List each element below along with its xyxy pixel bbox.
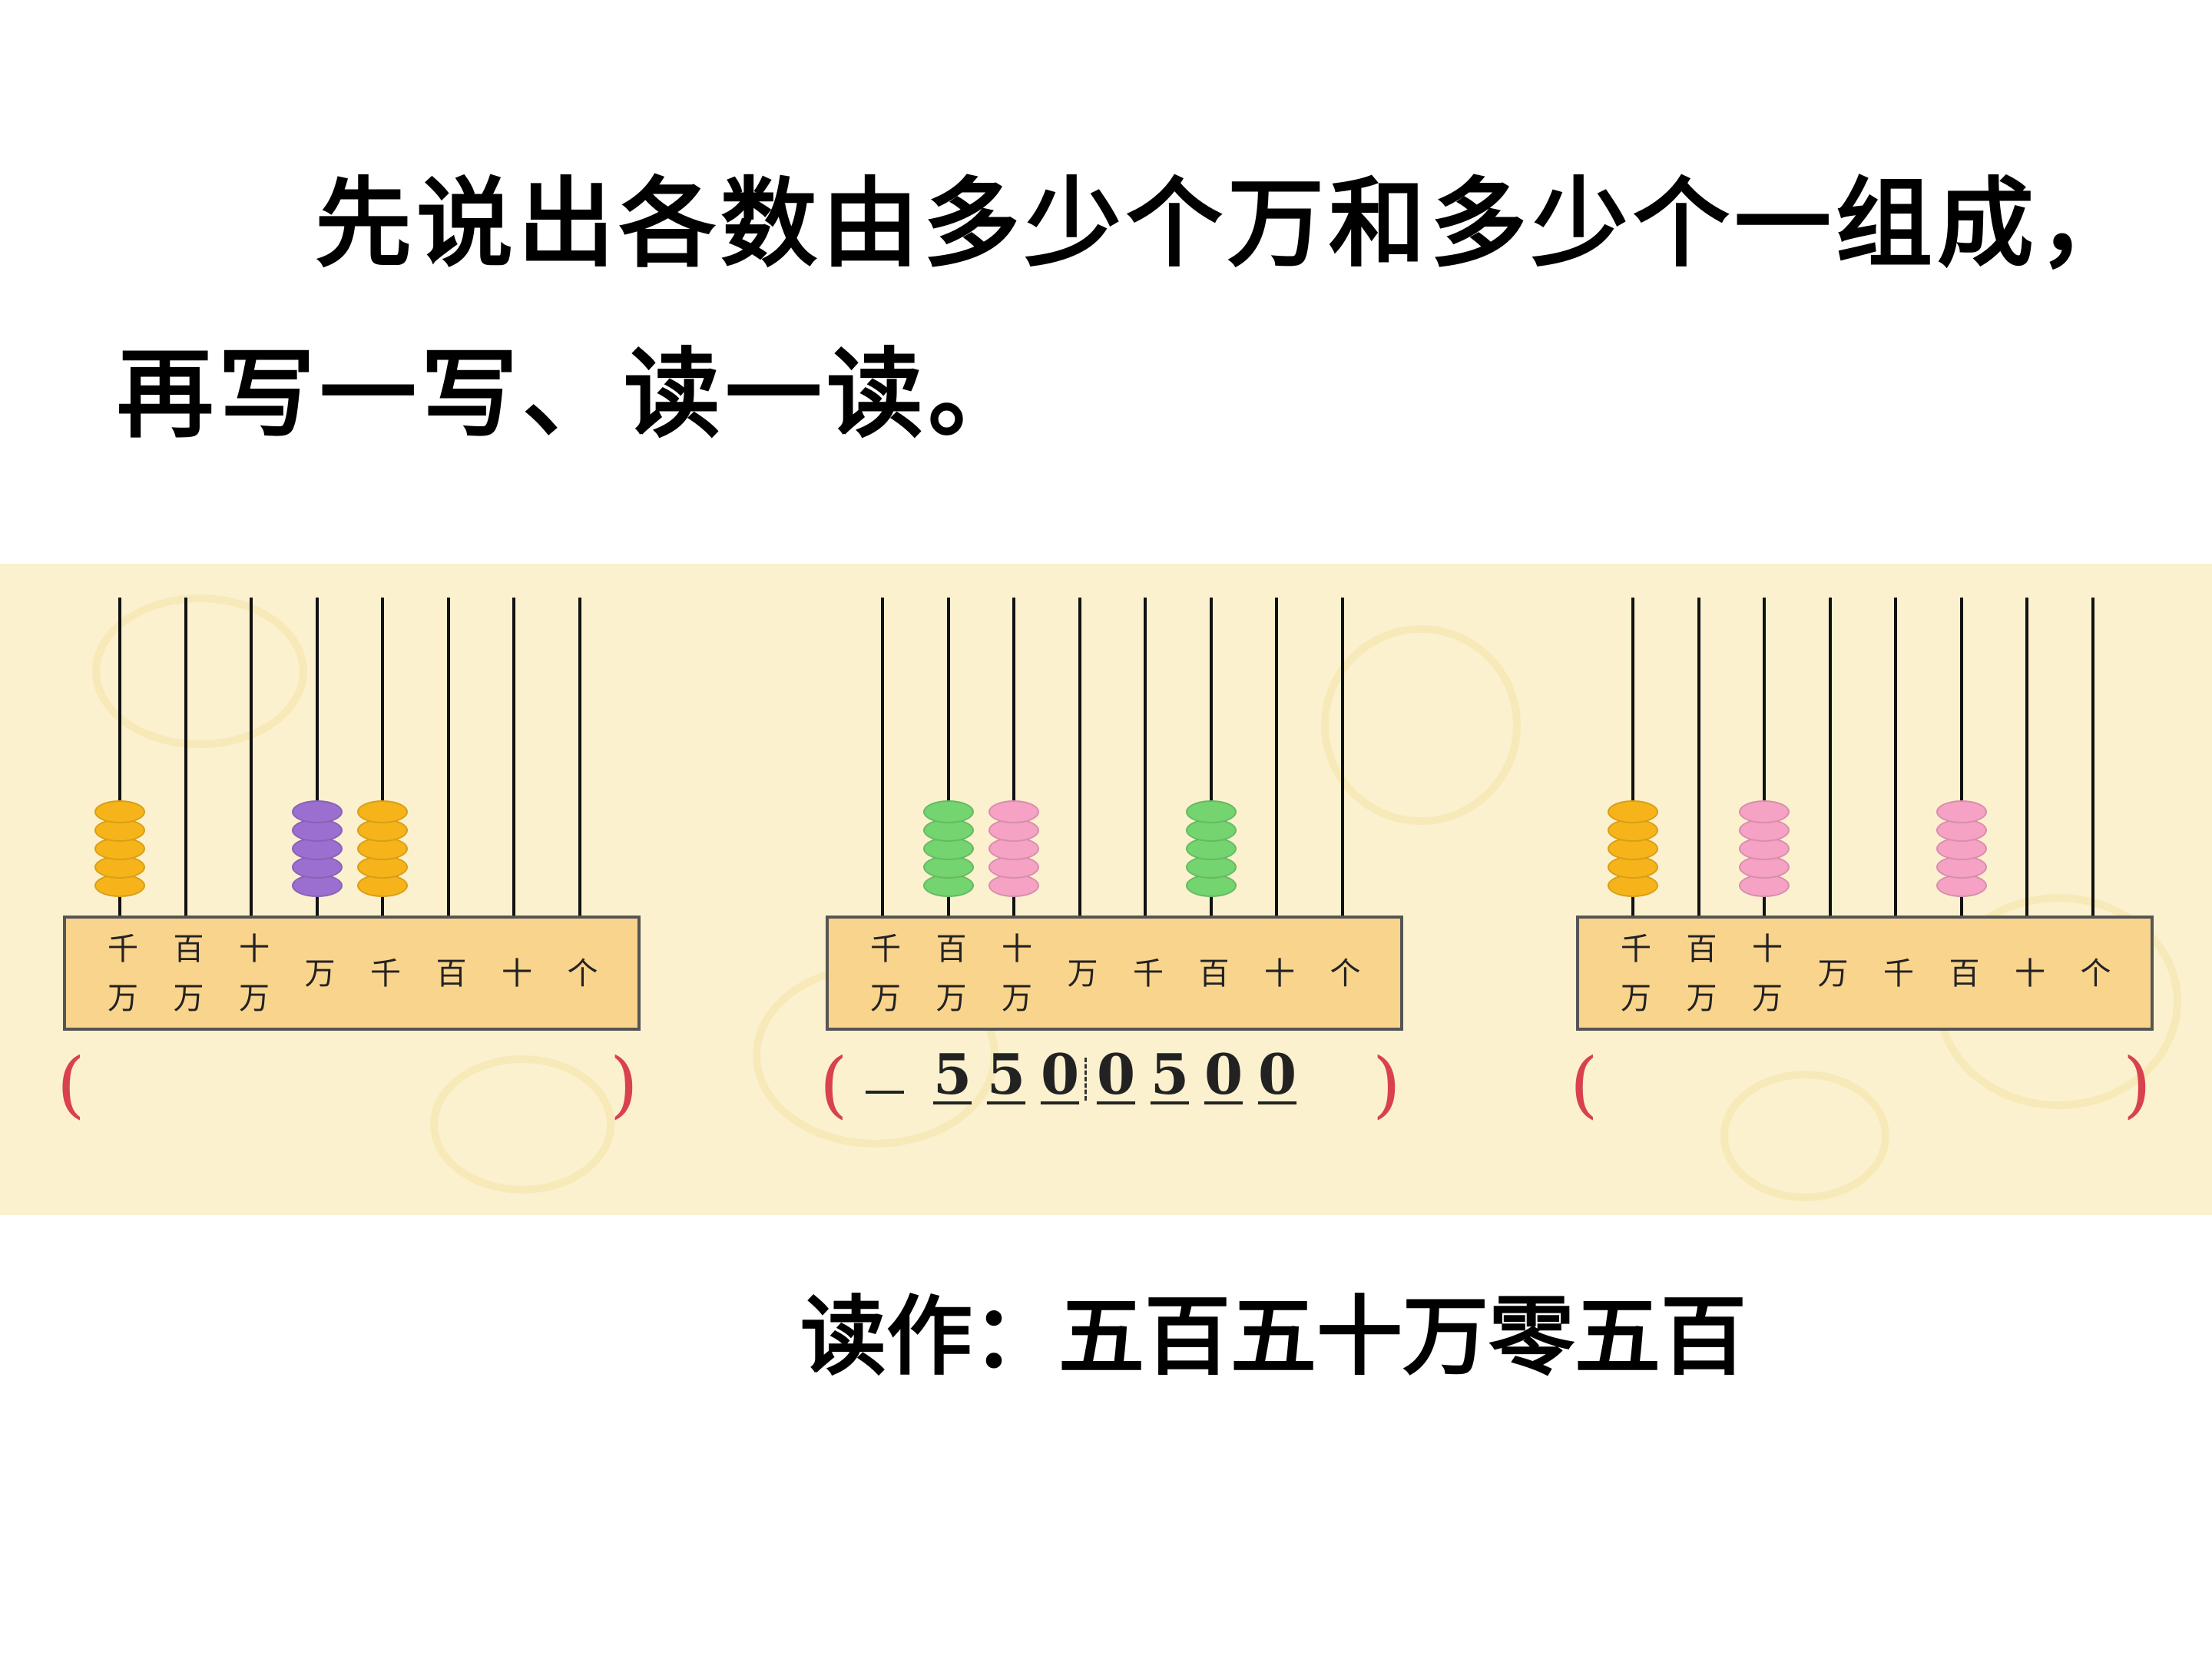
answer-digit: 0 bbox=[1204, 1041, 1243, 1107]
place-label-top: 十 bbox=[1002, 932, 1032, 967]
place-label: 百 bbox=[1198, 956, 1230, 992]
abacus-bead bbox=[1185, 800, 1237, 823]
place-label: 百 bbox=[435, 956, 467, 992]
place-label: 百 bbox=[1949, 956, 1980, 992]
place-label-top: 千 bbox=[870, 932, 901, 967]
place-value-base: 千万百万十万万千百十个 bbox=[1576, 916, 2154, 1031]
answer-paren-open: ( bbox=[57, 1043, 85, 1127]
answer-paren-close: ) bbox=[1373, 1043, 1401, 1127]
abacus-rod bbox=[184, 598, 187, 946]
answer-paren-close: ) bbox=[610, 1043, 638, 1127]
abacus-rod bbox=[2025, 598, 2028, 946]
abacus-rod bbox=[578, 598, 581, 946]
abacus-bead bbox=[357, 800, 408, 823]
abacus-rod bbox=[512, 598, 515, 946]
place-label-bottom: 万 bbox=[173, 981, 204, 1016]
abacus-bead bbox=[94, 800, 145, 823]
place-label-top: 十 bbox=[239, 932, 270, 967]
answer-paren-open: ( bbox=[1570, 1043, 1598, 1127]
abacus-bead bbox=[1739, 800, 1790, 823]
abacus-3: 千万百万十万万千百十个() bbox=[1570, 564, 2160, 1215]
answer-paren-close: ) bbox=[2123, 1043, 2151, 1127]
place-label: 千 bbox=[1133, 956, 1164, 992]
abacus-bead bbox=[291, 800, 343, 823]
answer-digit: 0 bbox=[1257, 1041, 1297, 1107]
answer-blank bbox=[866, 1083, 904, 1094]
place-label: 十 bbox=[1264, 956, 1295, 992]
answer-digit: 0 bbox=[1096, 1041, 1136, 1107]
answer-digit: 0 bbox=[1040, 1041, 1080, 1107]
place-label-top: 百 bbox=[1686, 932, 1717, 967]
prompt-line-1: 先说出各数由多少个万和多少个一组成， bbox=[315, 167, 2140, 280]
abacus-rod bbox=[1275, 598, 1278, 946]
place-label-top: 千 bbox=[1621, 932, 1651, 967]
place-label-top: 百 bbox=[935, 932, 967, 967]
abacus-rod bbox=[1828, 598, 1832, 946]
answer-digit: 5 bbox=[932, 1041, 972, 1107]
place-label-bottom: 万 bbox=[1686, 981, 1717, 1016]
abacus-rod bbox=[1763, 598, 1766, 946]
place-label: 十 bbox=[502, 956, 532, 992]
place-label-bottom: 万 bbox=[1752, 981, 1783, 1016]
answer-paren-open: ( bbox=[820, 1043, 848, 1127]
place-label-top: 百 bbox=[173, 932, 204, 967]
abacus-rod bbox=[446, 598, 450, 946]
abacus-rod bbox=[1078, 598, 1081, 946]
place-label: 千 bbox=[370, 956, 401, 992]
prompt-line-2: 再写一写、读一读。 bbox=[117, 337, 1029, 451]
place-label: 个 bbox=[2080, 956, 2111, 992]
answer-digit: 5 bbox=[1150, 1041, 1190, 1107]
abacus-rod bbox=[1144, 598, 1147, 946]
abacus-1: 千万百万十万万千百十个() bbox=[57, 564, 647, 1215]
abacus-rod bbox=[1012, 598, 1015, 946]
place-value-base: 千万百万十万万千百十个 bbox=[826, 916, 1403, 1031]
abacus-rod bbox=[250, 598, 253, 946]
answer-digit: 5 bbox=[986, 1041, 1026, 1107]
place-label-bottom: 万 bbox=[935, 981, 967, 1016]
abacus-rod bbox=[1959, 598, 1963, 946]
abacus-bead bbox=[1608, 800, 1658, 823]
abacus-rod bbox=[881, 598, 884, 946]
place-label: 十 bbox=[2015, 956, 2045, 992]
place-label-bottom: 万 bbox=[1621, 981, 1651, 1016]
place-label: 个 bbox=[1330, 956, 1361, 992]
place-label: 万 bbox=[1067, 956, 1098, 992]
place-label: 千 bbox=[1883, 956, 1914, 992]
abacus-rod bbox=[381, 598, 384, 946]
abacus-rod bbox=[946, 598, 950, 946]
abacus-rod bbox=[1894, 598, 1897, 946]
place-label-bottom: 万 bbox=[239, 981, 270, 1016]
abacus-rod bbox=[118, 598, 121, 946]
abacus-rod bbox=[1340, 598, 1344, 946]
place-label-bottom: 万 bbox=[870, 981, 901, 1016]
abacus-bead bbox=[291, 856, 343, 879]
abacus-rod bbox=[2091, 598, 2094, 946]
place-label: 万 bbox=[1817, 956, 1849, 992]
abacus-bead bbox=[1936, 800, 1987, 823]
abacus-rod bbox=[1697, 598, 1700, 946]
place-label-top: 千 bbox=[108, 932, 138, 967]
abacus-rod bbox=[1209, 598, 1213, 946]
place-label: 万 bbox=[304, 956, 336, 992]
place-label-top: 十 bbox=[1752, 932, 1783, 967]
place-value-base: 千万百万十万万千百十个 bbox=[63, 916, 641, 1031]
wan-separator bbox=[1084, 1058, 1091, 1101]
abacus-rod bbox=[315, 598, 319, 946]
place-label-bottom: 万 bbox=[108, 981, 138, 1016]
abacus-bead bbox=[1739, 856, 1790, 879]
place-label-bottom: 万 bbox=[1002, 981, 1032, 1016]
abacus-rod bbox=[1631, 598, 1634, 946]
place-label: 个 bbox=[567, 956, 598, 992]
abacus-bead bbox=[922, 800, 974, 823]
abacus-bead bbox=[988, 800, 1039, 823]
reading-text: 读作：五百五十万零五百 bbox=[800, 1287, 1747, 1387]
abacus-bead bbox=[94, 819, 145, 842]
